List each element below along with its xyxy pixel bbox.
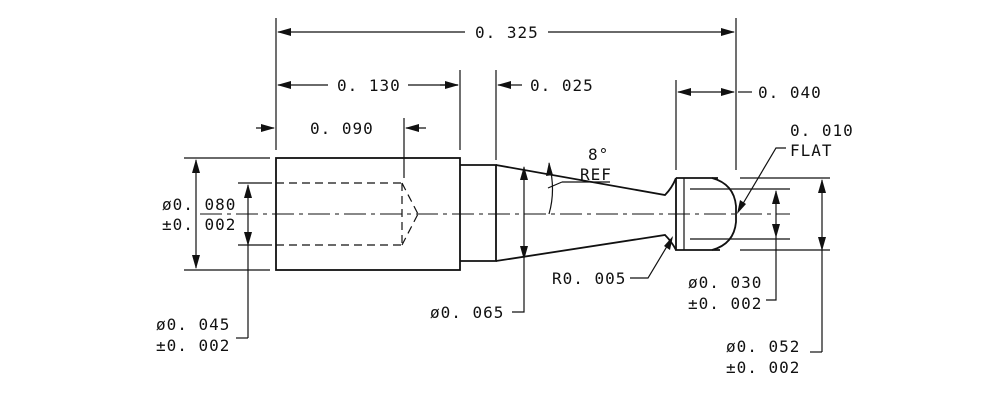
tip-length-label: 0. 040 — [758, 83, 822, 102]
neck-diameter-label: ø0. 065 — [430, 303, 504, 322]
taper-ref-label: REF — [580, 165, 612, 184]
tip-dome — [711, 177, 737, 251]
tip-diameter-label: ø0. 030 — [688, 273, 762, 292]
neck-length-label: 0. 025 — [530, 76, 594, 95]
dim-taper-angle: 8° REF — [546, 145, 612, 215]
tip-diameter-tol: ±0. 002 — [688, 294, 762, 313]
bore-depth-label: 0. 090 — [310, 119, 374, 138]
dim-tip-radius: R0. 005 — [552, 236, 673, 288]
tip-radius-label: R0. 005 — [552, 269, 626, 288]
dim-head-diameter: ø0. 052 ±0. 002 — [726, 179, 826, 377]
dim-bore-depth: 0. 090 — [256, 119, 426, 138]
tip-head-left — [675, 178, 720, 251]
taper-angle-label: 8° — [588, 145, 609, 164]
body-length-label: 0. 130 — [337, 76, 401, 95]
part-outline — [275, 157, 737, 271]
dim-body-length: 0. 130 — [277, 76, 459, 95]
head-diameter-tol: ±0. 002 — [726, 358, 800, 377]
dim-tip-diameter: ø0. 030 ±0. 002 — [688, 190, 780, 313]
neck-section — [460, 164, 497, 262]
tip-flat-note: FLAT — [790, 141, 833, 160]
overall-length-label: 0. 325 — [475, 23, 539, 42]
body-diameter-label: ø0. 080 — [162, 195, 236, 214]
body-diameter-tol: ±0. 002 — [162, 215, 236, 234]
dim-tip-flat: 0. 010 FLAT — [737, 121, 854, 214]
head-diameter-label: ø0. 052 — [726, 337, 800, 356]
bore-diameter-tol: ±0. 002 — [156, 336, 230, 355]
dim-neck-diameter: ø0. 065 — [430, 166, 528, 322]
tip-flat-label: 0. 010 — [790, 121, 854, 140]
dim-bore-diameter: ø0. 045 ±0. 002 — [156, 184, 252, 355]
extension-lines — [184, 18, 830, 271]
dim-body-diameter: ø0. 080 ±0. 002 — [162, 159, 236, 269]
dim-overall-length: 0. 325 — [277, 23, 735, 42]
dim-tip-length: 0. 040 — [677, 83, 822, 102]
dim-neck-length: 0. 025 — [440, 76, 594, 95]
bore-diameter-label: ø0. 045 — [156, 315, 230, 334]
